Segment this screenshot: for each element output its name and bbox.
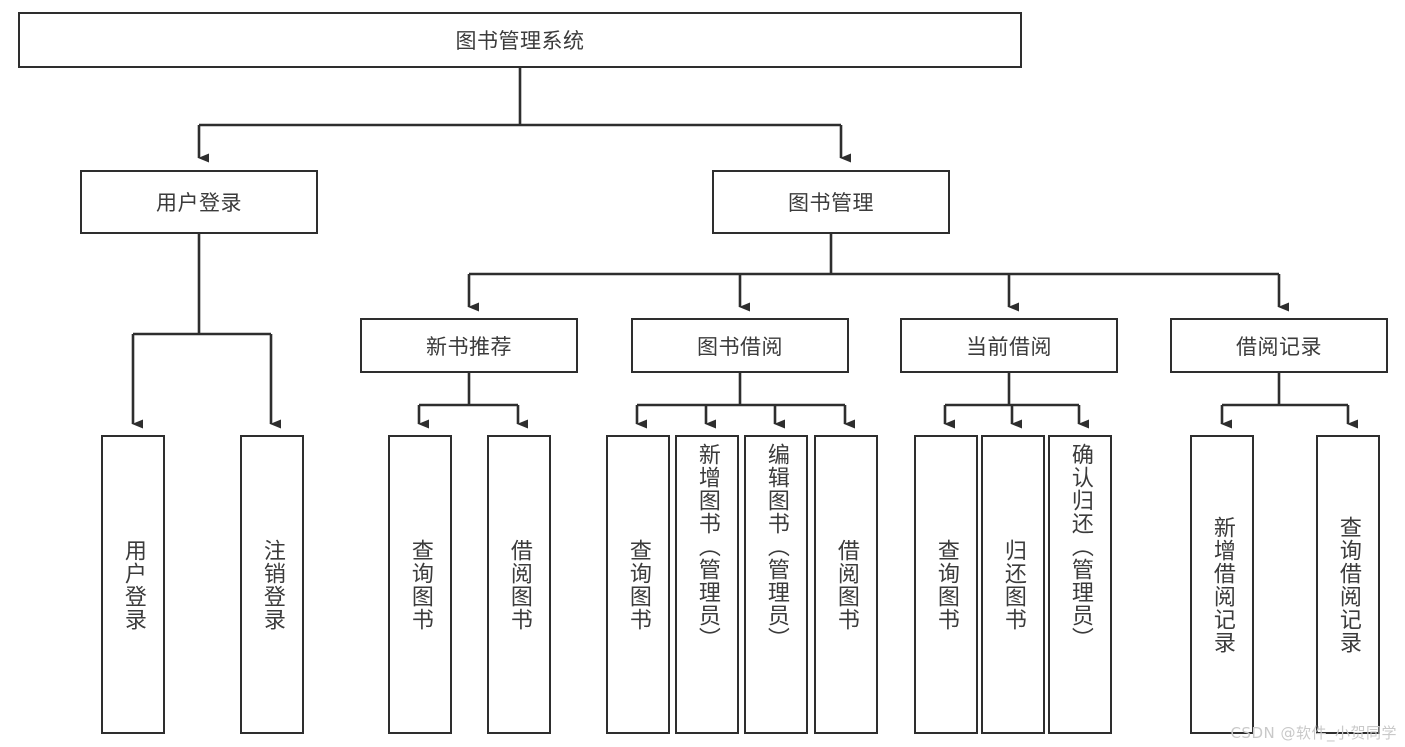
leaf-return-book-label: 归还图书 bbox=[1000, 538, 1026, 631]
node-new-book-recommend-label: 新书推荐 bbox=[426, 334, 512, 359]
node-root[interactable]: 图书管理系统 bbox=[18, 12, 1022, 68]
node-current-borrow-label: 当前借阅 bbox=[966, 334, 1052, 359]
leaf-add-borrow-record-label: 新增借阅记录 bbox=[1209, 515, 1235, 654]
leaf-add-borrow-record[interactable]: 新增借阅记录 bbox=[1190, 435, 1254, 734]
node-user-login[interactable]: 用户登录 bbox=[80, 170, 318, 234]
leaf-edit-book-admin-label: 编辑图书（管理员） bbox=[763, 443, 789, 650]
leaf-borrow-book-label: 借阅图书 bbox=[833, 538, 859, 631]
node-borrow-record[interactable]: 借阅记录 bbox=[1170, 318, 1388, 373]
csdn-watermark: CSDN @软件_小贺同学 bbox=[1230, 724, 1397, 742]
leaf-query-borrow-record[interactable]: 查询借阅记录 bbox=[1316, 435, 1380, 734]
leaf-logout-label: 注销登录 bbox=[259, 538, 285, 631]
node-borrow-record-label: 借阅记录 bbox=[1236, 334, 1322, 359]
leaf-borrow-book[interactable]: 借阅图书 bbox=[814, 435, 878, 734]
node-book-management-label: 图书管理 bbox=[788, 191, 874, 215]
leaf-recommend-query-book[interactable]: 查询图书 bbox=[388, 435, 452, 734]
leaf-confirm-return-admin-label: 确认归还（管理员） bbox=[1067, 443, 1093, 650]
node-book-management[interactable]: 图书管理 bbox=[712, 170, 950, 234]
leaf-user-login[interactable]: 用户登录 bbox=[101, 435, 165, 734]
leaf-add-book-admin-label: 新增图书（管理员） bbox=[694, 443, 720, 650]
leaf-query-borrow-record-label: 查询借阅记录 bbox=[1335, 515, 1361, 654]
leaf-add-book-admin[interactable]: 新增图书（管理员） bbox=[675, 435, 739, 734]
leaf-return-book[interactable]: 归还图书 bbox=[981, 435, 1045, 734]
leaf-borrow-query-book-label: 查询图书 bbox=[625, 538, 651, 631]
leaf-recommend-query-book-label: 查询图书 bbox=[407, 538, 433, 631]
leaf-logout[interactable]: 注销登录 bbox=[240, 435, 304, 734]
leaf-confirm-return-admin[interactable]: 确认归还（管理员） bbox=[1048, 435, 1112, 734]
leaf-current-query-book[interactable]: 查询图书 bbox=[914, 435, 978, 734]
leaf-recommend-borrow-book-label: 借阅图书 bbox=[506, 538, 532, 631]
leaf-current-query-book-label: 查询图书 bbox=[933, 538, 959, 631]
leaf-borrow-query-book[interactable]: 查询图书 bbox=[606, 435, 670, 734]
node-new-book-recommend[interactable]: 新书推荐 bbox=[360, 318, 578, 373]
leaf-user-login-label: 用户登录 bbox=[120, 538, 146, 631]
node-root-label: 图书管理系统 bbox=[455, 29, 585, 53]
node-current-borrow[interactable]: 当前借阅 bbox=[900, 318, 1118, 373]
leaf-edit-book-admin[interactable]: 编辑图书（管理员） bbox=[744, 435, 808, 734]
leaf-recommend-borrow-book[interactable]: 借阅图书 bbox=[487, 435, 551, 734]
node-user-login-label: 用户登录 bbox=[156, 191, 242, 215]
node-book-borrow-label: 图书借阅 bbox=[697, 334, 783, 359]
node-book-borrow[interactable]: 图书借阅 bbox=[631, 318, 849, 373]
